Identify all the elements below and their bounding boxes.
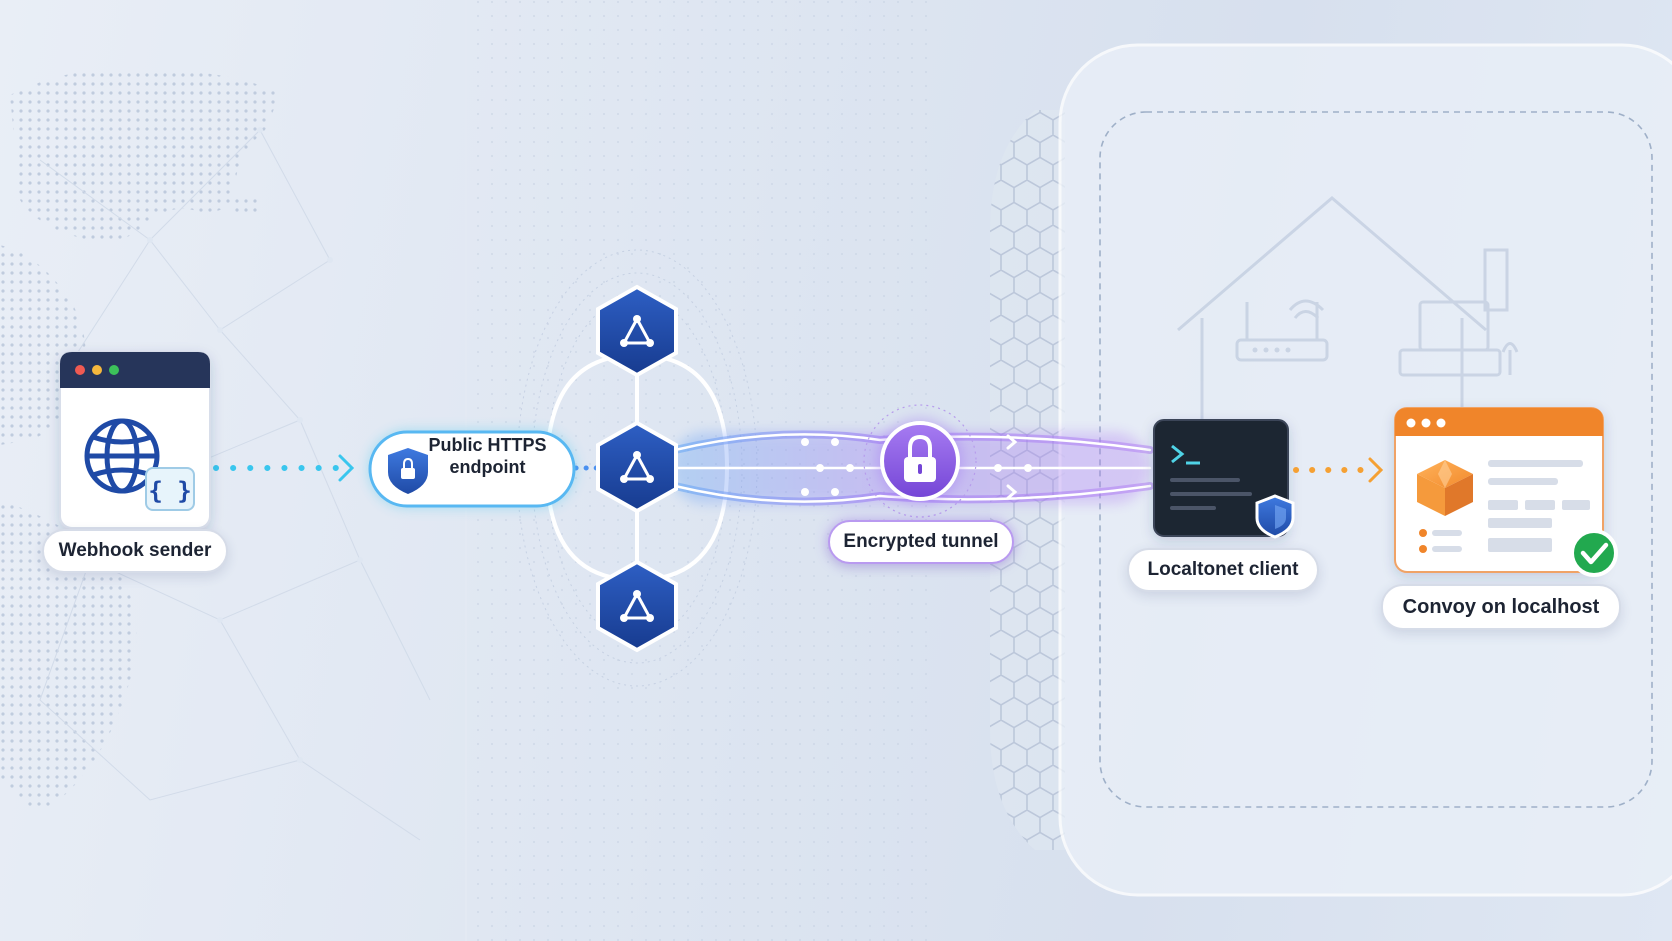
content-lines (1432, 460, 1590, 552)
network-triangle-icon (621, 315, 653, 620)
node-public-endpoint (368, 430, 576, 508)
triangle-node-dots (620, 315, 654, 622)
convoy-text: Convoy on localhost (1402, 595, 1600, 618)
relay-node-bottom (596, 559, 678, 653)
public-endpoint-line1: Public HTTPS (428, 435, 547, 455)
localtonet-client-text: Localtonet client (1147, 559, 1299, 580)
public-endpoint-line2: endpoint (449, 457, 526, 477)
checkmark-icon (1570, 529, 1618, 577)
webhook-sender-label: Webhook sender (42, 529, 228, 573)
status-dots (1419, 529, 1427, 553)
tunnel-chevrons (1006, 434, 1018, 500)
window-controls-convoy (1406, 418, 1446, 428)
public-endpoint-label: Public HTTPS endpoint (405, 434, 570, 478)
router-lights (1252, 347, 1291, 353)
braces-icon: { } (145, 467, 195, 511)
svg-text:{ }: { } (148, 477, 191, 505)
relay-node-middle (596, 420, 678, 514)
encrypted-tunnel-label: Encrypted tunnel (828, 520, 1014, 564)
localtonet-client-label: Localtonet client (1127, 548, 1319, 592)
window-controls (75, 365, 119, 375)
terminal-icon (1170, 444, 1252, 510)
edge-client-to-convoy (1292, 457, 1384, 483)
relay-node-top (596, 284, 678, 378)
shield-icon (1255, 494, 1295, 539)
shield-lock-icon (388, 448, 428, 494)
padlock-icon (863, 404, 977, 518)
convoy-label: Convoy on localhost (1381, 584, 1621, 630)
edge-sender-to-endpoint (210, 454, 355, 482)
webhook-sender-text: Webhook sender (58, 540, 212, 561)
tunnel-packets (801, 438, 1032, 496)
encrypted-tunnel-text: Encrypted tunnel (843, 531, 999, 552)
cube-icon (1417, 460, 1473, 516)
